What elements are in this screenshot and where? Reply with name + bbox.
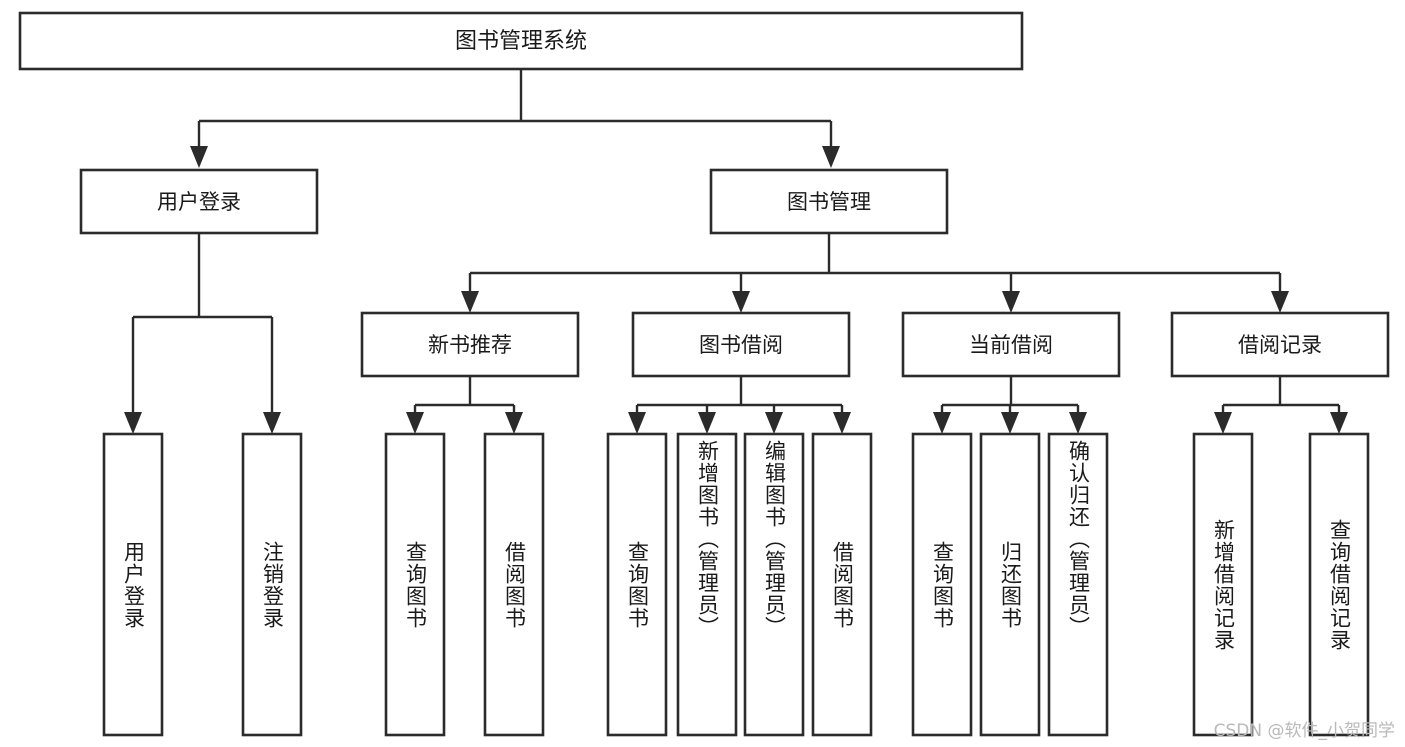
- arrow-head-icon: [190, 146, 208, 168]
- arrow-head-icon: [263, 412, 281, 434]
- leaf-box-book-borrow-1[interactable]: [676, 432, 738, 737]
- connector-borrow-record-to-leaves: [1214, 376, 1348, 434]
- arrow-head-icon: [1330, 412, 1348, 434]
- connector-book-management-to-level3: [461, 233, 1289, 313]
- leaf-box-current-borrow-0[interactable]: [911, 432, 973, 737]
- connector-book-borrow-to-leaves: [628, 376, 851, 434]
- arrow-head-icon: [505, 412, 523, 434]
- node-borrow-record-label: 借阅记录: [1238, 333, 1322, 357]
- node-borrow-record[interactable]: 借阅记录: [1170, 311, 1390, 378]
- arrow-head-icon: [765, 412, 783, 434]
- connector-root-to-level2: [190, 69, 840, 168]
- leaf-box-borrow-record-1[interactable]: [1308, 432, 1370, 737]
- node-new-book-recommend-label: 新书推荐: [428, 333, 512, 357]
- node-current-borrow[interactable]: 当前借阅: [901, 311, 1121, 378]
- node-user-login-box[interactable]: [79, 168, 319, 235]
- node-book-borrow-label: 图书借阅: [699, 333, 783, 357]
- node-book-management-label: 图书管理: [787, 190, 871, 214]
- leaf-box-user-login-0[interactable]: [102, 432, 164, 737]
- arrow-head-icon: [822, 146, 840, 168]
- node-user-login[interactable]: 用户登录: [79, 168, 319, 235]
- leaf-box-new-book-0[interactable]: [384, 432, 446, 737]
- leaf-box-current-borrow-2[interactable]: [1047, 432, 1109, 737]
- node-current-borrow-label: 当前借阅: [969, 333, 1053, 357]
- connector-current-borrow-to-leaves: [933, 376, 1087, 434]
- arrow-head-icon: [628, 412, 646, 434]
- watermark-text: CSDN @软件_小贺同学: [1213, 721, 1395, 741]
- arrow-head-icon: [406, 412, 424, 434]
- arrow-head-icon: [1001, 412, 1019, 434]
- arrow-head-icon: [698, 412, 716, 434]
- arrow-head-icon: [1002, 291, 1020, 313]
- node-root-box[interactable]: [18, 11, 1024, 71]
- node-new-book-recommend[interactable]: 新书推荐: [360, 311, 580, 378]
- arrow-head-icon: [1214, 412, 1232, 434]
- node-book-borrow[interactable]: 图书借阅: [631, 311, 851, 378]
- leaf-box-book-borrow-0[interactable]: [606, 432, 668, 737]
- leaf-box-current-borrow-1[interactable]: [979, 432, 1041, 737]
- arrow-head-icon: [933, 412, 951, 434]
- connector-new-book-to-leaves: [406, 376, 523, 434]
- node-current-borrow-box[interactable]: [901, 311, 1121, 378]
- leaf-box-borrow-record-0[interactable]: [1192, 432, 1254, 737]
- node-root-label: 图书管理系统: [455, 29, 587, 54]
- leaf-box-book-borrow-3[interactable]: [811, 432, 873, 737]
- node-root[interactable]: 图书管理系统: [18, 11, 1024, 71]
- arrow-head-icon: [461, 291, 479, 313]
- arrow-head-icon: [124, 412, 142, 434]
- node-book-management[interactable]: 图书管理: [709, 168, 949, 235]
- leaf-box-user-login-1[interactable]: [241, 432, 303, 737]
- node-new-book-recommend-box[interactable]: [360, 311, 580, 378]
- arrow-head-icon: [732, 291, 750, 313]
- arrow-head-icon: [1271, 291, 1289, 313]
- arrow-head-icon: [1069, 412, 1087, 434]
- node-user-login-label: 用户登录: [157, 190, 241, 214]
- connector-user-login-to-leaves: [124, 233, 281, 434]
- leaf-box-book-borrow-2[interactable]: [743, 432, 805, 737]
- leaf-box-new-book-1[interactable]: [483, 432, 545, 737]
- arrow-head-icon: [833, 412, 851, 434]
